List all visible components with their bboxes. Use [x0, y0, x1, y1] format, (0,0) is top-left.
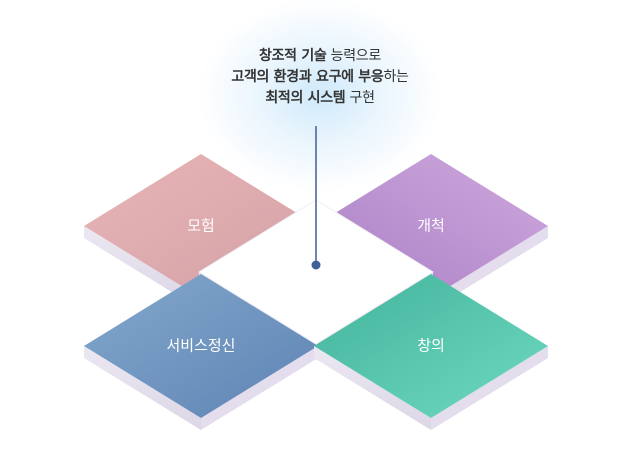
headline-line-1: 창조적 기술 능력으로 [170, 46, 470, 67]
tile-service-side-right [201, 346, 318, 430]
headline-line-2-bold: 고객의 환경과 요구에 부응 [231, 69, 384, 85]
pointer-dot [311, 260, 321, 270]
tile-center-outline [198, 199, 434, 345]
tile-creativity-top [314, 274, 548, 418]
tile-adventure-label: 모험 [187, 217, 215, 235]
tile-service-top [84, 274, 318, 418]
headline-line-3-rest: 구현 [345, 90, 375, 106]
tile-pioneer-label: 개척 [417, 217, 445, 235]
tile-creativity-label: 창의 [417, 337, 445, 355]
tile-creativity-side-left [314, 346, 431, 430]
headline-line-1-rest: 능력으로 [326, 48, 382, 64]
headline-line-2-rest: 하는 [383, 69, 409, 85]
tile-service-side-left [84, 346, 201, 430]
headline: 창조적 기술 능력으로 고객의 환경과 요구에 부응하는 최적의 시스템 구현 [170, 46, 470, 109]
tile-creativity-side-right [431, 346, 548, 430]
headline-line-3: 최적의 시스템 구현 [170, 88, 470, 109]
headline-line-2: 고객의 환경과 요구에 부응하는 [170, 67, 470, 88]
headline-line-3-bold: 최적의 시스템 [265, 90, 346, 106]
tile-service-label: 서비스정신 [166, 337, 235, 355]
tile-pioneer-side-right [431, 226, 548, 310]
tile-service: 서비스정신 [84, 274, 318, 430]
tile-creativity: 창의 [314, 274, 548, 430]
headline-line-1-bold: 창조적 기술 [259, 48, 327, 64]
tile-adventure-side-left [84, 226, 201, 310]
